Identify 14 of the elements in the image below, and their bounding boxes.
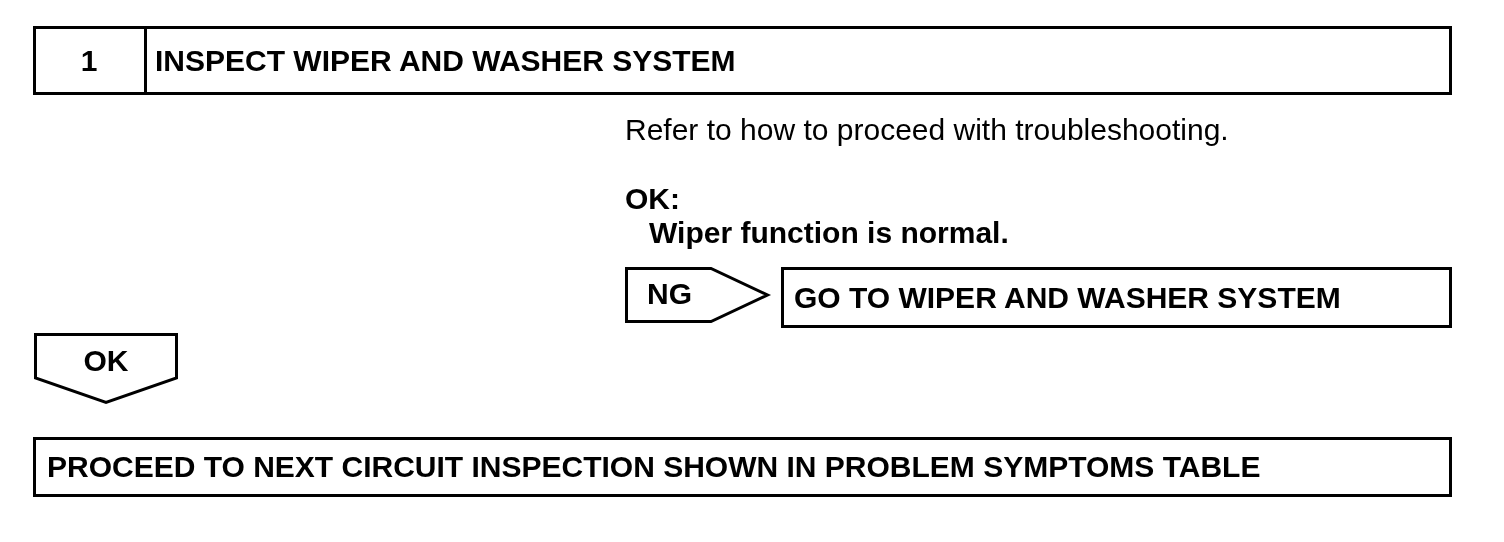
- condition-text: Wiper function is normal.: [649, 215, 1009, 251]
- action-box: [781, 267, 1452, 328]
- arrow-tab: [34, 333, 178, 404]
- step-number: 1: [80, 42, 98, 79]
- action-text: GO TO WIPER AND WASHER SYSTEM: [794, 279, 1341, 316]
- branch-label: OK: [83, 343, 129, 379]
- step-title: INSPECT WIPER AND WASHER SYSTEM: [155, 42, 736, 79]
- action-box: [33, 437, 1452, 497]
- condition-heading: OK:: [625, 181, 680, 217]
- note-text: Refer to how to proceed with troubleshooting.: [625, 112, 1229, 148]
- step-header-box: [33, 26, 1452, 95]
- arrow-tab: [625, 267, 769, 323]
- action-text: PROCEED TO NEXT CIRCUIT INSPECTION SHOWN IN PROBLEM SYMPTOMS TABLE: [47, 449, 1261, 485]
- branch-label: NG: [647, 276, 692, 312]
